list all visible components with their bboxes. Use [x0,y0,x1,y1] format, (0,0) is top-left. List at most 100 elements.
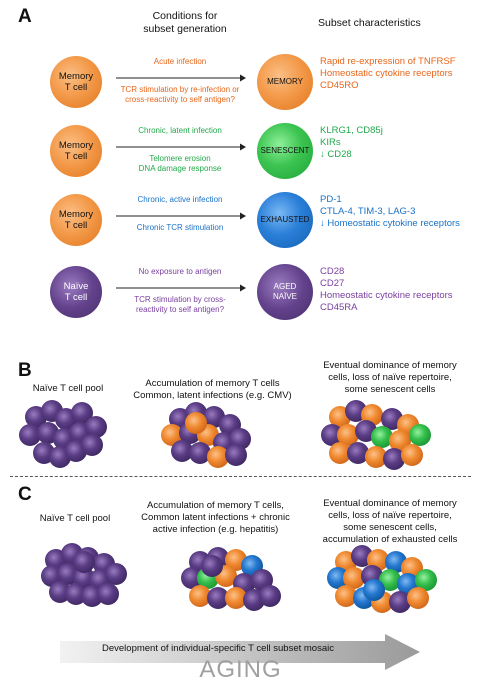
characteristic-line: CD45RO [320,80,359,91]
panel-b-caption-2: Accumulation of memory T cells Common, l… [133,378,292,401]
conditions-header: Conditions for subset generation [143,10,227,35]
source-cell: Memory T cell [50,194,102,246]
purple-t-cell-icon [97,583,119,605]
purple-t-cell-icon [259,585,281,607]
arrow-label: Development of individual-specific T cel… [102,643,334,654]
panel-c-caption-3: Eventual dominance of memory cells, loss… [322,498,458,545]
characteristic-line: CTLA-4, TIM-3, LAG-3 [320,206,416,217]
panel-c-letter: C [18,484,32,505]
purple-t-cell-icon [19,424,41,446]
panel-a-letter: A [18,6,32,27]
aging-arrow [60,634,420,670]
orange-t-cell-icon [365,446,387,468]
aging-label: AGING [199,656,282,683]
section-divider [10,476,471,477]
transition-arrow [116,143,246,151]
orange-t-cell-icon [329,442,351,464]
panel-c-cell-clusters [41,543,437,613]
panel-b-caption-1: Naïve T cell pool [32,383,104,394]
purple-t-cell-icon [105,563,127,585]
orange-t-cell-icon [343,567,365,589]
transition-arrow [116,284,246,292]
orange-t-cell-icon [335,585,357,607]
characteristic-line: CD45RA [320,302,358,313]
characteristic-line: PD-1 [320,194,342,205]
source-cell: Memory T cell [50,125,102,177]
purple-t-cell-icon [49,581,71,603]
panel-b-caption-3: Eventual dominance of memory cells, loss… [323,360,457,395]
orange-t-cell-icon [337,424,359,446]
purple-t-cell-icon [171,440,193,462]
purple-t-cell-icon [383,448,405,470]
transition-arrow [116,212,246,220]
purple-t-cell-icon [389,591,411,613]
condition-top: No exposure to antigen [138,267,222,276]
purple-t-cell-icon [347,442,369,464]
memory-chronic-cluster [181,547,281,611]
orange-t-cell-icon [207,446,229,468]
memory-accumulation-cluster [161,402,251,468]
characteristic-line: Rapid re-expression of TNFRSF [320,56,456,67]
purple-t-cell-icon [321,424,343,446]
purple-t-cell-icon [225,444,247,466]
purple-t-cell-icon [73,551,95,573]
purple-t-cell-icon [189,442,211,464]
blue-t-cell-icon [327,567,349,589]
purple-t-cell-icon [71,402,93,424]
condition-top: Acute infection [153,57,207,66]
condition-bottom: TCR stimulation by cross- reactivity to … [134,295,226,314]
naive-pool-cluster [41,543,127,607]
characteristic-line: CD27 [320,278,345,289]
subset-cell: MEMORY [257,54,313,110]
exhausted-accumulation-cluster [327,545,437,613]
characteristic-line: ↓ Homeostatic cytokine receptors [320,218,460,229]
source-cell: Naïve T cell [50,266,102,318]
characteristic-line: Homeostatic cytokine receptors [320,290,453,301]
orange-t-cell-icon [189,585,211,607]
orange-t-cell-icon [407,587,429,609]
purple-t-cell-icon [65,583,87,605]
transition-arrow [116,74,246,82]
subset-cell: SENESCENT [257,123,313,179]
green-t-cell-icon [371,426,393,448]
purple-t-cell-icon [85,416,107,438]
panel-c-caption-2: Accumulation of memory T cells, Common l… [141,500,290,535]
green-t-cell-icon [415,569,437,591]
characteristics-header: Subset characteristics [318,17,421,29]
blue-t-cell-icon [363,579,385,601]
orange-t-cell-icon [225,587,247,609]
memory-dominance-cluster [321,400,431,470]
orange-t-cell-icon [185,412,207,434]
characteristic-line: ↓ CD28 [320,149,352,160]
characteristic-line: KIRs [320,137,341,148]
panel-b-cell-clusters [19,400,431,470]
green-t-cell-icon [379,569,401,591]
panel-b-letter: B [18,360,32,381]
green-t-cell-icon [409,424,431,446]
purple-t-cell-icon [201,555,223,577]
condition-top: Chronic, latent infection [138,126,222,135]
orange-t-cell-icon [401,444,423,466]
subset-cell: AGED NAÏVE [257,264,313,320]
characteristic-line: KLRG1, CD85j [320,125,383,136]
panel-c-caption-1: Naïve T cell pool [39,513,111,524]
condition-top: Chronic, active infection [137,195,223,204]
characteristic-line: CD28 [320,266,345,277]
orange-t-cell-icon [161,424,183,446]
purple-t-cell-icon [81,434,103,456]
purple-t-cell-icon [81,585,103,607]
condition-bottom: Chronic TCR stimulation [136,223,224,232]
purple-t-cell-icon [207,587,229,609]
characteristic-line: Homeostatic cytokine receptors [320,68,453,79]
subset-cell: EXHAUSTED [257,192,313,248]
purple-t-cell-icon [181,567,203,589]
source-cell: Memory T cell [50,56,102,108]
